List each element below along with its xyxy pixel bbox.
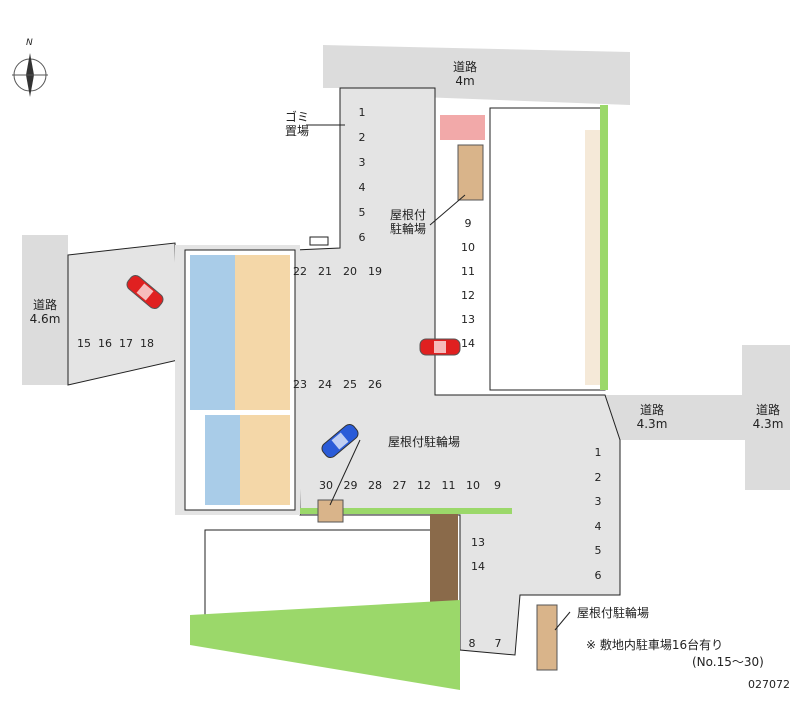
- road-name: 道路: [452, 60, 478, 74]
- parking-space-right-column-1: 1: [594, 446, 602, 459]
- road-width: 4m: [455, 74, 475, 88]
- parking-space-upper-row-19: 19: [368, 265, 382, 278]
- road-right: [600, 345, 790, 490]
- garbage-area-label: ゴミ置場: [285, 110, 309, 138]
- parking-space-east-column-9: 9: [464, 217, 472, 230]
- road-left: [22, 235, 68, 385]
- parking-space-lower-row-23: 23: [293, 378, 307, 391]
- car-red-center: [419, 338, 461, 356]
- parking-space-bottom-pair-8: 8: [468, 637, 476, 650]
- parking-space-upper-row-21: 21: [318, 265, 332, 278]
- parking-space-upper-row-20: 20: [343, 265, 357, 278]
- compass-icon: [12, 53, 48, 97]
- parking-strip-left: [67, 242, 179, 386]
- label-line: 駐輪場: [389, 222, 427, 236]
- parking-space-south-row-28: 28: [368, 479, 382, 492]
- parking-space-south-row-11: 11: [441, 479, 456, 492]
- label-line: ゴミ: [284, 110, 310, 124]
- parking-space-east-column-10: 10: [461, 241, 475, 254]
- parking-space-south-pair-14: 14: [471, 560, 485, 573]
- road-top: [323, 45, 630, 105]
- parking-space-top-column-3: 3: [358, 156, 366, 169]
- parking-space-right-column-5: 5: [594, 544, 602, 557]
- parking-space-left-strip-15: 15: [77, 337, 91, 350]
- parking-space-lower-row-26: 26: [368, 378, 382, 391]
- parking-space-right-column-6: 6: [594, 568, 602, 582]
- compass-label: N: [26, 38, 33, 48]
- road-name: 道路: [755, 403, 780, 417]
- bike-parking-middle-label: 屋根付駐輪場: [388, 435, 461, 449]
- road-width: 4.6m: [29, 312, 61, 326]
- garden: [190, 600, 460, 690]
- parking-space-top-column-1: 1: [358, 106, 366, 119]
- parking-space-lower-row-25: 25: [343, 378, 357, 391]
- road-width: 4.3m: [752, 417, 784, 431]
- car-red-left: [126, 274, 164, 310]
- bike-parking-bottom-label: 屋根付駐輪場: [577, 606, 650, 620]
- road-name: 道路: [32, 298, 57, 312]
- road-width: 4.3m: [636, 417, 668, 431]
- parking-space-top-column-4: 4: [358, 181, 366, 194]
- parking-space-south-row-9: 9: [494, 479, 501, 492]
- parking-space-south-row-30: 30: [319, 479, 333, 492]
- parking-space-top-column-6: 6: [358, 231, 366, 244]
- car-blue: [321, 423, 359, 459]
- parking-space-south-row-10: 10: [466, 479, 480, 492]
- parking-space-left-strip-18: 18: [140, 337, 154, 350]
- road-name: 道路: [639, 403, 664, 417]
- parking-space-south-row-12: 12: [417, 479, 431, 492]
- parking-space-east-column-14: 14: [461, 337, 475, 350]
- parking-space-east-column-13: 13: [461, 313, 475, 326]
- parking-space-left-strip-17: 17: [119, 337, 133, 350]
- parking-space-east-column-11: 11: [461, 265, 475, 278]
- parking-space-south-row-29: 29: [343, 479, 358, 492]
- parking-space-right-column-2: 2: [594, 470, 602, 484]
- bike-parking-top-label: 屋根付駐輪場: [390, 208, 426, 236]
- map-code: 027072: [748, 678, 790, 691]
- parking-space-top-column-2: 2: [358, 131, 366, 144]
- parking-note: ※ 敷地内駐車場16台有り: [586, 638, 724, 652]
- parking-space-top-column-5: 5: [358, 206, 366, 219]
- label-line: 置場: [284, 124, 310, 138]
- parking-space-right-column-3: 3: [594, 495, 602, 508]
- parking-space-south-pair-13: 13: [471, 536, 485, 549]
- label-line: 屋根付: [389, 208, 427, 222]
- parking-space-south-row-27: 27: [392, 479, 407, 492]
- parking-space-east-column-12: 12: [461, 289, 475, 302]
- parking-space-bottom-pair-7: 7: [494, 637, 502, 650]
- parking-space-upper-row-22: 22: [293, 265, 307, 278]
- building-bottom: [204, 529, 441, 616]
- parking-space-left-strip-16: 16: [98, 337, 112, 350]
- parking-space-lower-row-24: 24: [318, 378, 332, 391]
- parking-note-range: (No.15〜30): [692, 655, 764, 669]
- parking-space-right-column-4: 4: [594, 519, 602, 533]
